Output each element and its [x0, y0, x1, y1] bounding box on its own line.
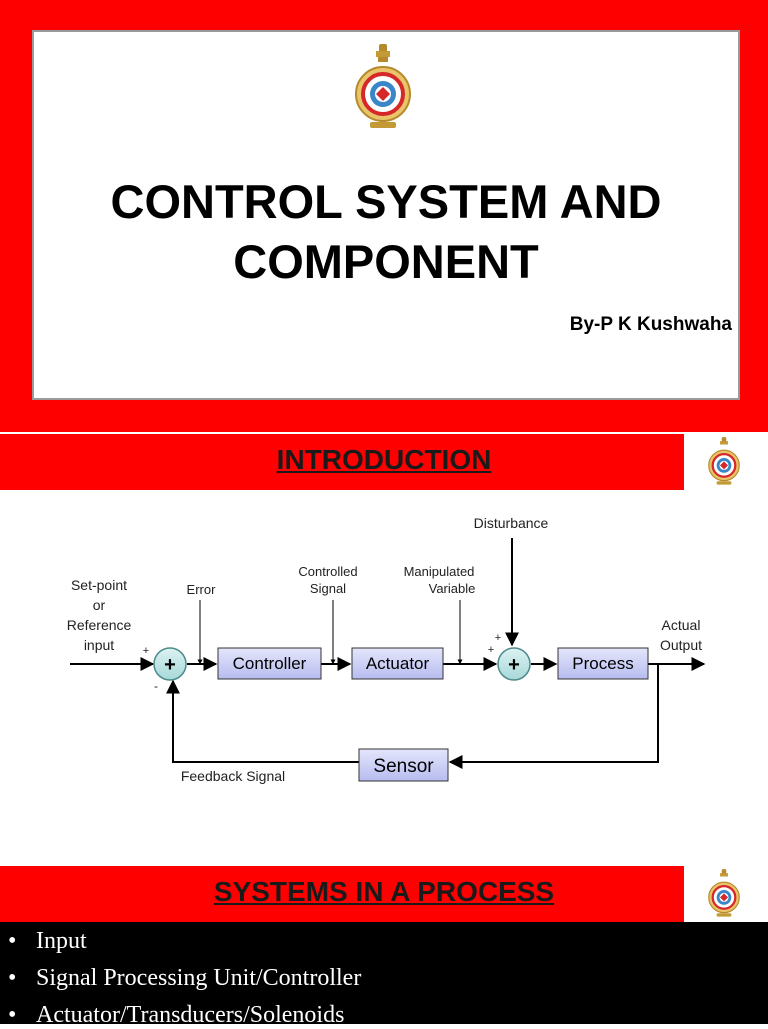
slide-title-line-1: CONTROL SYSTEM AND — [110, 175, 662, 228]
junction-2-plus-sign-top: + — [495, 632, 501, 644]
introduction-heading: INTRODUCTION — [276, 444, 492, 475]
slide-title: CONTROL SYSTEM AND COMPONENT — [34, 172, 738, 292]
bullet-icon: • — [8, 965, 17, 991]
bullet-icon: • — [8, 1002, 17, 1028]
systems-logo-box — [684, 866, 768, 922]
bullet-text: Signal Processing Unit/Controller — [36, 965, 362, 991]
author-credit: By-P K Kushwaha — [569, 314, 732, 335]
feedback-line — [166, 679, 359, 763]
actual-output-label-line-2: Output — [660, 637, 702, 653]
error-label: Error — [187, 582, 217, 597]
summing-junction-1: + — [153, 647, 187, 681]
junction-1-plus-sign: + — [143, 645, 149, 657]
actuator-block: Actuator — [351, 647, 444, 680]
systems-bullet-list: • Input • Signal Processing Unit/Controlle… — [0, 922, 768, 1028]
setpoint-label-line-1: Set-point — [71, 577, 127, 593]
sensor-label: Sensor — [373, 756, 434, 777]
manipulated-variable-label-line-1: Manipulated — [404, 564, 475, 579]
manipulated-variable-label-line-2: Variable — [429, 581, 476, 596]
systems-header-band — [0, 866, 684, 922]
title-slide-panel: CONTROL SYSTEM AND COMPONENT By-P K Kush… — [32, 30, 740, 400]
introduction-header-band — [0, 434, 684, 490]
list-item: • Actuator/Transducers/Solenoids — [8, 1002, 344, 1029]
bullet-text: Input — [36, 928, 87, 954]
actual-output-label-line-1: Actual — [662, 617, 701, 633]
controller-block: Controller — [217, 647, 322, 680]
control-loop-diagram: + + Controller Actuator Process Sensor S… — [67, 515, 706, 784]
junction-1-symbol: + — [164, 654, 176, 676]
junction-2-symbol: + — [508, 654, 520, 676]
setpoint-label-line-3: Reference — [67, 617, 132, 633]
summing-junction-2: + — [497, 647, 531, 681]
government-emblem-icon — [708, 869, 740, 917]
process-label: Process — [572, 654, 633, 673]
government-emblem-icon — [708, 437, 740, 485]
controlled-signal-label-line-2: Signal — [310, 581, 346, 596]
introduction-logo-box — [684, 434, 768, 490]
title-slide: CONTROL SYSTEM AND COMPONENT By-P K Kush… — [0, 0, 768, 432]
controller-label: Controller — [233, 654, 307, 673]
setpoint-label-line-4: input — [84, 637, 114, 653]
feedback-signal-label: Feedback Signal — [181, 768, 285, 784]
controlled-signal-label-line-1: Controlled — [298, 564, 357, 579]
bullet-text: Actuator/Transducers/Solenoids — [36, 1002, 345, 1028]
list-item: • Input — [8, 928, 87, 955]
junction-2-plus-sign-left: + — [488, 644, 494, 656]
actuator-label: Actuator — [366, 654, 430, 673]
setpoint-label-line-2: or — [93, 597, 106, 613]
sensor-block: Sensor — [358, 748, 449, 782]
junction-1-minus-sign: - — [154, 679, 158, 693]
bullet-icon: • — [8, 928, 17, 954]
process-block: Process — [557, 647, 649, 680]
government-emblem-icon — [355, 44, 411, 128]
output-to-sensor-line — [448, 664, 659, 769]
disturbance-label: Disturbance — [474, 515, 549, 531]
list-item: • Signal Processing Unit/Controller — [8, 965, 361, 992]
systems-heading: SYSTEMS IN A PROCESS — [213, 876, 555, 907]
slide-title-line-2: COMPONENT — [233, 235, 539, 288]
